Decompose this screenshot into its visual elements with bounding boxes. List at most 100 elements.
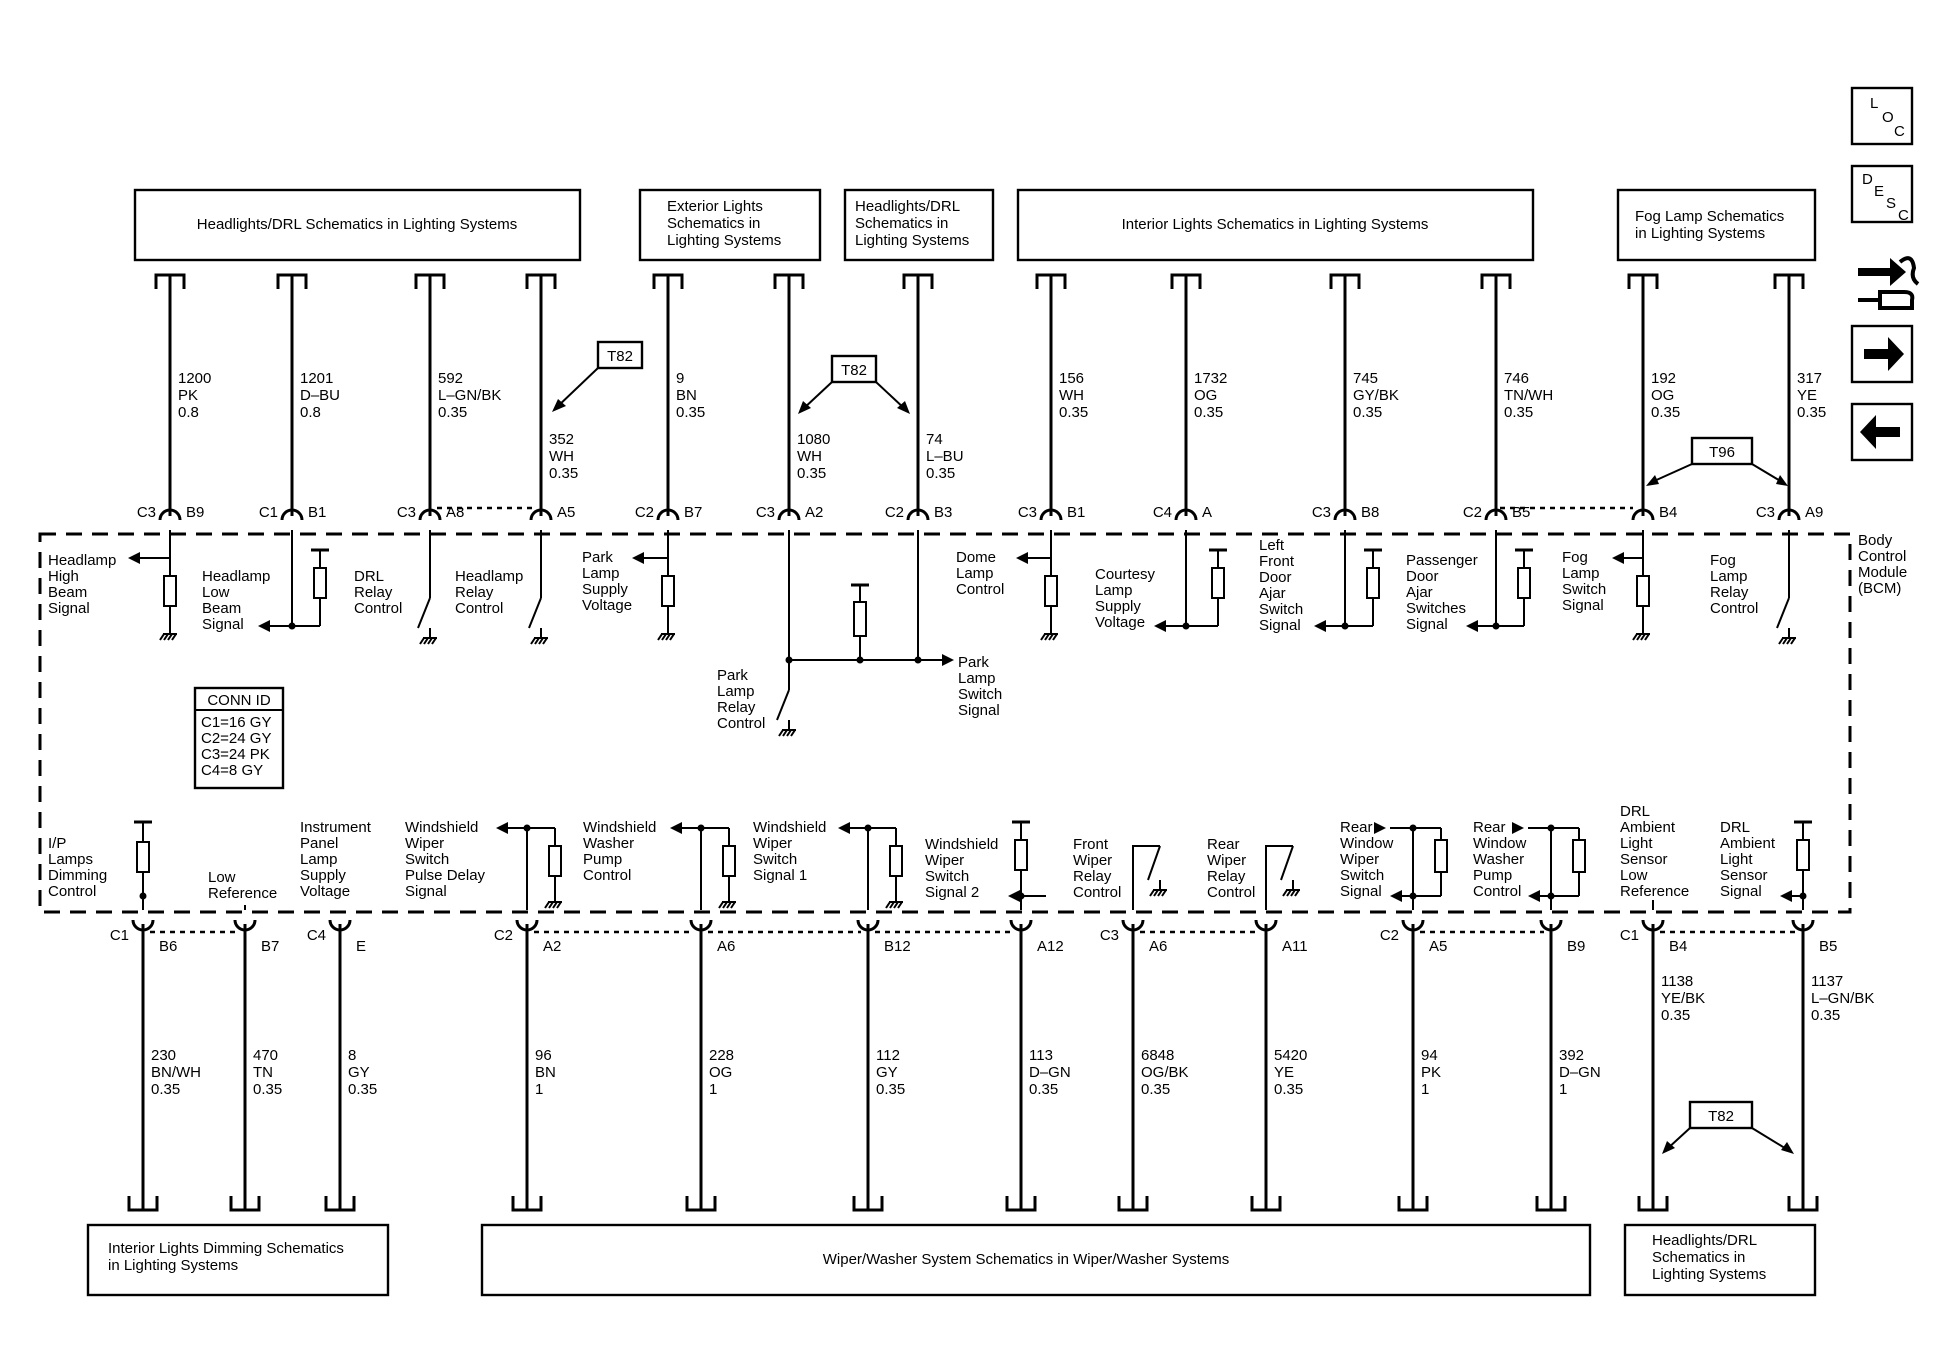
reference-box-tb4[interactable]	[1016, 188, 1535, 262]
pin-label: A8	[446, 504, 464, 521]
circuit-label: 0.35	[1141, 1081, 1170, 1098]
ground-tick	[665, 633, 671, 641]
circuit-label: 745	[1353, 370, 1378, 387]
connector-pin-icon	[280, 508, 304, 521]
signal-label: Door	[1406, 568, 1439, 585]
reference-box-label: Lighting Systems	[667, 232, 781, 249]
arrow-icon	[1390, 890, 1402, 902]
arrow-icon	[1662, 1141, 1675, 1154]
circuit-label: 0.35	[1661, 1007, 1690, 1024]
conn-id-entry: C4=8 GY	[201, 762, 263, 779]
arrow-icon	[1016, 552, 1028, 564]
module-label: (BCM)	[1858, 580, 1901, 597]
ground-tick	[1640, 633, 1646, 641]
signal-label: Ambient	[1620, 819, 1676, 836]
harness-connector-icon	[127, 1196, 159, 1212]
signal-label: High	[48, 568, 79, 585]
pin-label: B3	[934, 504, 952, 521]
harness-connector-icon	[276, 273, 308, 289]
signal-label: Wiper	[1207, 852, 1246, 869]
circuit-label: 1	[709, 1081, 717, 1098]
ground-tick	[782, 729, 788, 737]
signal-label: Signal 2	[925, 884, 979, 901]
signal-label: Switches	[1406, 600, 1466, 617]
circuit-label: 0.35	[1274, 1081, 1303, 1098]
signal-label: Lamps	[48, 851, 93, 868]
circuit-label: 0.35	[1797, 404, 1826, 421]
resistor-icon	[1366, 567, 1380, 599]
signal-label: Instrument	[300, 819, 372, 836]
reference-box-tb2[interactable]	[638, 188, 822, 262]
reference-tag[interactable]	[596, 340, 644, 370]
signal-label: Lamp	[956, 565, 994, 582]
harness-connector-icon	[511, 1196, 543, 1212]
reference-box-bb1[interactable]	[86, 1223, 390, 1297]
pin-label: A6	[717, 938, 735, 955]
harness-connector-icon	[1035, 273, 1067, 289]
reference-box-tb1[interactable]	[133, 188, 582, 262]
ground-tick	[1048, 633, 1054, 641]
loc-letter: C	[1894, 123, 1905, 140]
signal-label: Signal	[48, 600, 90, 617]
signal-label: Low	[1620, 867, 1648, 884]
pin-label: B9	[186, 504, 204, 521]
reference-box-tb5[interactable]	[1616, 188, 1817, 262]
signal-label: Switch	[1562, 581, 1606, 598]
connector-pin-icon	[515, 919, 539, 932]
circuit-label: 1137	[1811, 973, 1843, 990]
circuit-label: D–GN	[1029, 1064, 1071, 1081]
reference-box-label: Interior Lights Dimming Schematics	[108, 1240, 344, 1257]
junction-dot	[139, 892, 147, 900]
connector-pin-icon	[418, 508, 442, 521]
connector-label: C2	[494, 927, 513, 944]
signal-label: Relay	[455, 584, 494, 601]
signal-label: Beam	[48, 584, 87, 601]
circuit-label: OG	[1194, 387, 1217, 404]
desc-button[interactable]	[1850, 164, 1914, 224]
conn-id-title: CONN ID	[207, 692, 271, 709]
ground-tick	[552, 901, 558, 909]
reference-tag[interactable]	[1690, 436, 1754, 466]
reference-box-bb3[interactable]	[1623, 1223, 1817, 1297]
signal-label: Supply	[300, 867, 346, 884]
signal-label: Relay	[1073, 868, 1112, 885]
circuit-label: OG/BK	[1141, 1064, 1189, 1081]
reference-box-tb3[interactable]	[843, 188, 995, 262]
harness-connector-icon	[1787, 1196, 1819, 1212]
signal-label: Headlamp	[202, 568, 270, 585]
pin-label: B4	[1669, 938, 1687, 955]
signal-label: Light	[1620, 835, 1653, 852]
signal-label: Rear	[1340, 819, 1373, 836]
loc-button[interactable]	[1850, 86, 1914, 146]
conn-id-entry: C3=24 PK	[201, 746, 270, 763]
signal-label: Rear	[1207, 836, 1240, 853]
signal-label: Control	[956, 581, 1004, 598]
reference-tag[interactable]	[1688, 1100, 1754, 1130]
circuit-label: L–BU	[926, 448, 964, 465]
ground-tick	[718, 901, 724, 909]
signal-label: Signal	[1340, 883, 1382, 900]
reference-box-bb2[interactable]	[480, 1223, 1592, 1297]
arrow-icon	[1154, 620, 1166, 632]
junction-dot	[856, 656, 864, 664]
ground-tick	[1778, 637, 1784, 645]
right-arrow-icon	[1864, 337, 1904, 371]
resistor-icon	[136, 841, 150, 873]
reference-tag-label: T82	[1708, 1108, 1734, 1125]
reference-tag[interactable]	[830, 354, 878, 384]
connector-pin-icon	[1121, 919, 1145, 932]
arrow-icon	[798, 401, 811, 414]
connector-pin-icon	[1333, 508, 1357, 521]
ground-icon	[1282, 880, 1300, 897]
circuit-label: 470	[253, 1047, 278, 1064]
reference-tag-label: T82	[607, 348, 633, 365]
left-arrow-icon	[1860, 415, 1900, 449]
signal-label: Signal	[202, 616, 244, 633]
connector-pin-icon	[1791, 919, 1815, 932]
circuit-label: 0.8	[178, 404, 199, 421]
connector-wrench-icon[interactable]	[1858, 256, 1920, 310]
arrow-icon	[1528, 890, 1540, 902]
circuit-label: 96	[535, 1047, 552, 1064]
module-label: Control	[1858, 548, 1906, 565]
resistor-icon	[1572, 839, 1586, 873]
